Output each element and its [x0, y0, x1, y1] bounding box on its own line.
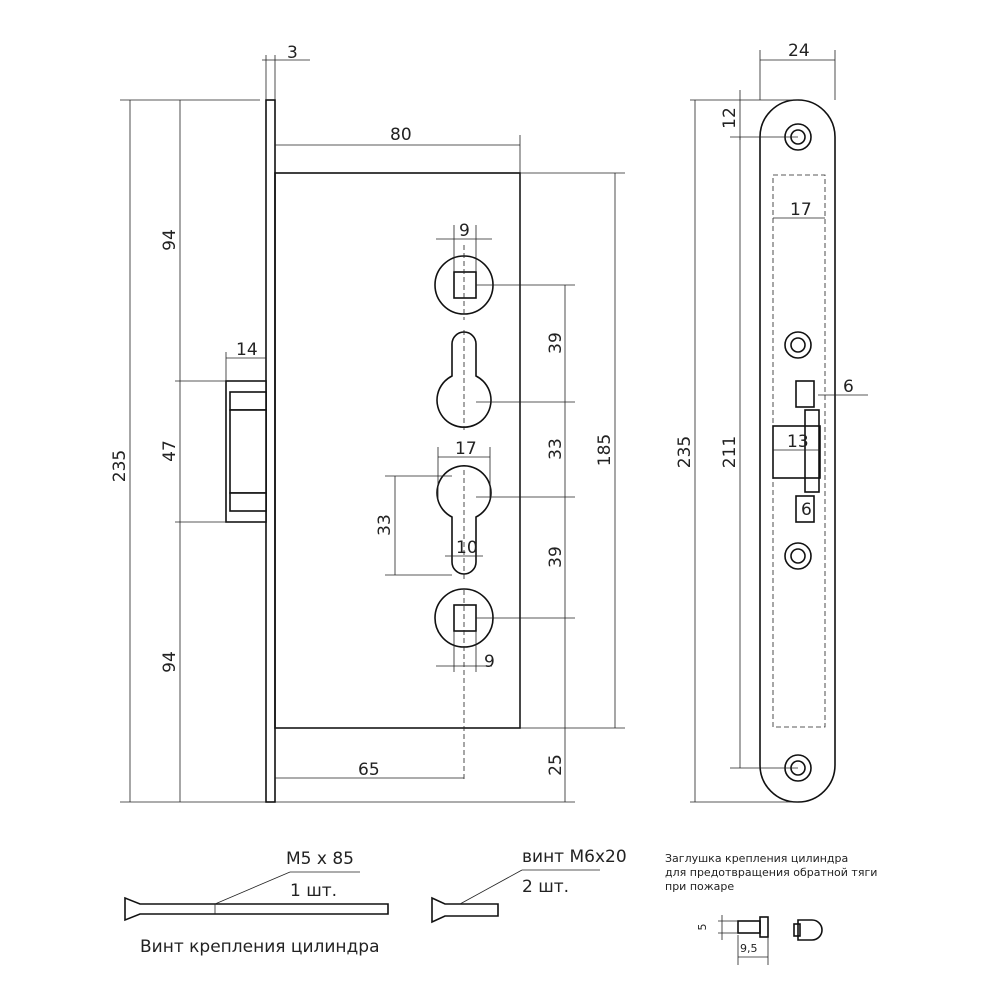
- dim-text-13: 13: [787, 432, 809, 452]
- dim-text-94-lower: 94: [160, 651, 180, 673]
- plug-note-line3: при пожаре: [665, 880, 734, 893]
- latch-window: [772, 425, 821, 479]
- dim-text-3: 3: [287, 43, 298, 63]
- keyhole-upper: [436, 331, 492, 428]
- short-screw-qty: 2 шт.: [522, 877, 569, 897]
- plug-dim-height: 5: [696, 924, 709, 931]
- dim-text-9-lower: 9: [484, 652, 495, 672]
- dim-text-25: 25: [546, 754, 566, 776]
- lock-side-view: 3 80 235 94 47 94 14 9: [110, 43, 625, 803]
- dim-body-depth: 80: [275, 125, 521, 200]
- plug-note-line1: Заглушка крепления цилиндра: [665, 852, 848, 865]
- dim-text-47: 47: [160, 440, 180, 462]
- dim-text-80: 80: [390, 125, 412, 145]
- dim-text-211: 211: [720, 436, 740, 468]
- dim-text-33-mid: 33: [546, 438, 566, 460]
- dim-text-10: 10: [456, 538, 478, 558]
- plug-dim-length: 9,5: [740, 942, 758, 955]
- cylinder-plug: Заглушка крепления цилиндра для предотвр…: [665, 852, 877, 965]
- latch-bolt: [804, 409, 820, 493]
- dim-text-12: 12: [720, 107, 740, 129]
- long-screw-qty: 1 шт.: [290, 881, 337, 901]
- dim-text-94-upper: 94: [160, 229, 180, 251]
- dim-text-235-right: 235: [675, 436, 695, 468]
- long-screw: M5 x 85 1 шт. Винт крепления цилиндра: [124, 849, 389, 957]
- faceplate-view: 24 12 17 6 13 6 211 235: [675, 41, 868, 803]
- dim-text-235-left: 235: [110, 450, 130, 482]
- dim-text-39-lower: 39: [546, 546, 566, 568]
- screw-hole-upper: [784, 331, 812, 359]
- dim-text-17-cylinder: 17: [455, 439, 477, 459]
- deadbolt: [225, 380, 267, 523]
- aux-latch-bottom: [795, 495, 815, 523]
- dim-text-6-latch: 6: [843, 377, 854, 397]
- long-screw-size: M5 x 85: [286, 849, 354, 869]
- dim-text-185: 185: [595, 434, 615, 466]
- lock-body: [274, 172, 521, 729]
- dim-text-39-upper: 39: [546, 332, 566, 354]
- long-screw-caption: Винт крепления цилиндра: [140, 937, 380, 957]
- dim-text-6-aux: 6: [801, 500, 812, 520]
- aux-latch-top: [795, 380, 815, 408]
- plug-note-line2: для предотвращения обратной тяги: [665, 866, 877, 879]
- faceplate-strip: [265, 99, 276, 803]
- dim-text-9-upper: 9: [459, 221, 470, 241]
- screw-hole-lower: [784, 542, 812, 570]
- dim-faceplate-thickness: 3: [262, 43, 310, 100]
- dim-text-17-inner: 17: [790, 200, 812, 220]
- short-screw-size: винт M6x20: [522, 847, 627, 867]
- dim-text-14: 14: [236, 340, 258, 360]
- upper-spindle-hub: [434, 245, 494, 320]
- dim-text-65: 65: [358, 760, 380, 780]
- dim-text-33-cylinder: 33: [375, 514, 395, 536]
- dim-text-24: 24: [788, 41, 810, 61]
- short-screw: винт M6x20 2 шт.: [431, 847, 627, 924]
